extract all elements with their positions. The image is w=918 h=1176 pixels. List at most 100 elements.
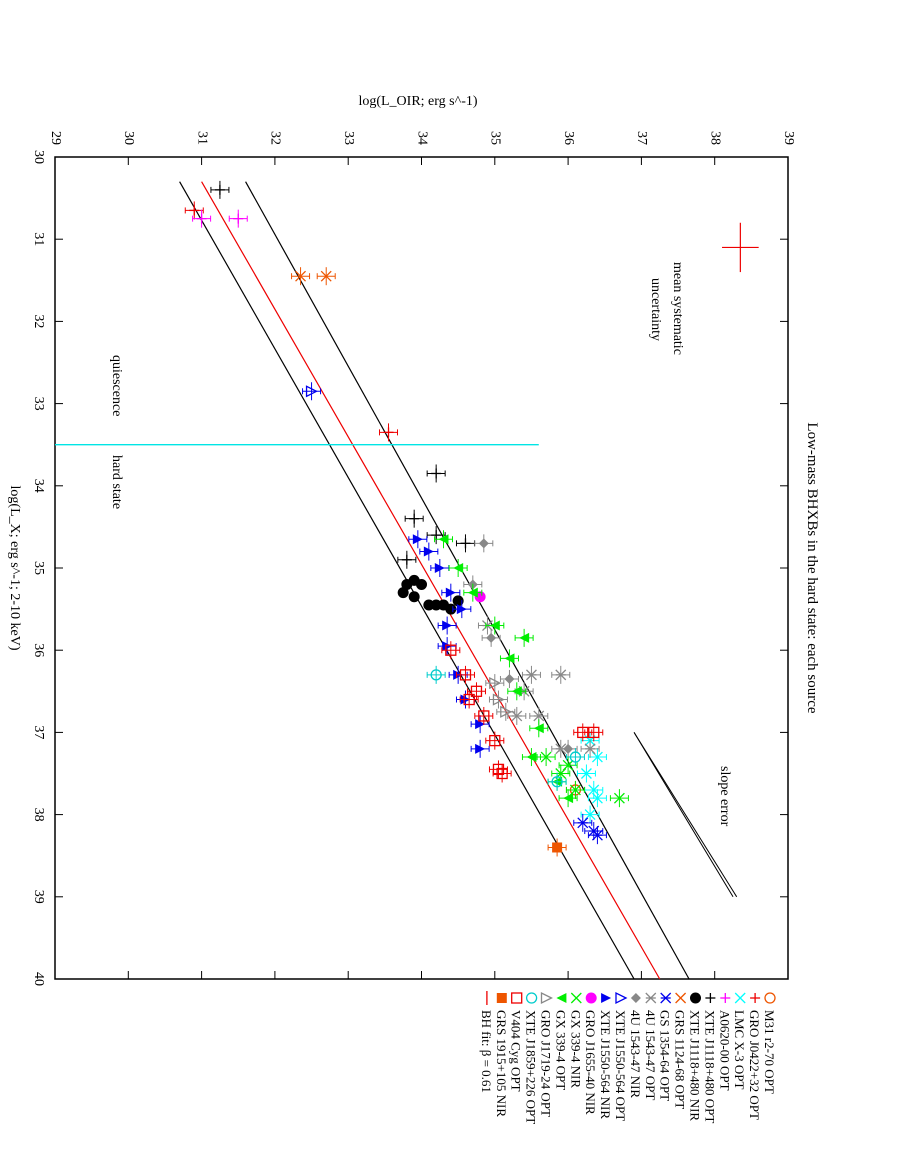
data-point bbox=[492, 764, 512, 783]
data-point bbox=[536, 748, 556, 767]
x-tick-label: 34 bbox=[31, 479, 46, 493]
data-point bbox=[547, 838, 567, 857]
data-point bbox=[455, 534, 475, 553]
y-tick-label: 32 bbox=[268, 131, 283, 145]
legend-marker bbox=[615, 991, 628, 1005]
legend-label: XTE J1550-564 OPT bbox=[613, 1010, 628, 1121]
legend-item: GS 1354-64 OPT bbox=[658, 992, 673, 1101]
legend-marker bbox=[525, 992, 538, 1004]
data-point bbox=[426, 464, 446, 483]
legend-marker bbox=[511, 992, 523, 1004]
data-point bbox=[485, 674, 505, 693]
y-tick-label: 34 bbox=[414, 131, 429, 145]
legend-item: XTE J1118+480 NIR bbox=[688, 992, 703, 1121]
x-tick-label: 38 bbox=[31, 808, 46, 822]
legend-label: GRO J0422+32 OPT bbox=[747, 1010, 762, 1120]
legend-label: M31 r2-70 OPT bbox=[762, 1010, 777, 1094]
legend-label: GRS 1124-68 OPT bbox=[673, 1010, 688, 1109]
legend-label: GX 339-4 OPT bbox=[553, 1010, 568, 1090]
data-point bbox=[499, 669, 519, 688]
slope-error-label: slope error bbox=[717, 766, 732, 827]
data-point bbox=[441, 583, 461, 602]
legend-marker bbox=[570, 992, 582, 1004]
legend-marker bbox=[601, 993, 612, 1003]
slope-error-line bbox=[633, 732, 738, 898]
data-point bbox=[416, 578, 427, 590]
legend-marker bbox=[585, 992, 597, 1004]
data-point bbox=[379, 423, 399, 442]
legend-label: XTE J1550-564 NIR bbox=[598, 1010, 613, 1119]
legend-item: XTE J1550-564 NIR bbox=[598, 993, 613, 1119]
data-point bbox=[397, 550, 417, 569]
legend-item: LMC X-3 OPT bbox=[732, 992, 747, 1090]
legend-marker bbox=[764, 992, 776, 1004]
data-point bbox=[228, 209, 248, 228]
legend-label: GRS 1915+105 NIR bbox=[494, 1010, 509, 1117]
legend-marker bbox=[705, 993, 716, 1003]
quiescence-label: quiescence bbox=[109, 355, 124, 416]
legend-marker bbox=[645, 992, 657, 1004]
data-point bbox=[470, 715, 490, 734]
legend-item: GX 339-4 OPT bbox=[553, 993, 568, 1090]
data-point bbox=[397, 587, 409, 599]
legend-item: XTE J1550-564 OPT bbox=[613, 991, 628, 1121]
data-point bbox=[408, 530, 428, 549]
data-point bbox=[558, 789, 578, 808]
data-point bbox=[448, 559, 468, 577]
data-point bbox=[507, 682, 527, 701]
legend-marker bbox=[675, 992, 687, 1004]
y-tick-label: 36 bbox=[561, 131, 576, 145]
legend-marker bbox=[734, 992, 746, 1004]
data-point bbox=[463, 583, 483, 602]
legend-item: V404 Cyg OPT bbox=[509, 992, 524, 1092]
data-point bbox=[485, 616, 505, 635]
data-point bbox=[521, 665, 541, 684]
legend-label: GS 1354-64 OPT bbox=[658, 1010, 673, 1101]
y-tick-label: 38 bbox=[707, 131, 722, 145]
data-point bbox=[485, 731, 505, 750]
legend-item: GRS 1124-68 OPT bbox=[673, 992, 688, 1109]
data-point bbox=[488, 760, 508, 779]
fit-bound-line bbox=[245, 181, 690, 980]
data-point bbox=[437, 616, 457, 635]
legend-item: GRS 1915+105 NIR bbox=[494, 993, 509, 1117]
data-point bbox=[316, 267, 336, 286]
x-tick-label: 36 bbox=[31, 643, 46, 657]
data-point bbox=[609, 789, 629, 808]
legend-item: XTE J1118+480 OPT bbox=[702, 993, 717, 1123]
legend-marker bbox=[750, 993, 761, 1003]
data-point bbox=[558, 739, 578, 758]
data-point bbox=[558, 756, 578, 775]
legend-label: GX 339-4 NIR bbox=[568, 1010, 583, 1088]
legend-label: GRO J1655-40 NIR bbox=[583, 1010, 598, 1115]
y-tick-label: 31 bbox=[194, 131, 209, 145]
y-tick-label: 35 bbox=[488, 131, 503, 145]
x-tick-label: 35 bbox=[31, 561, 46, 575]
data-point bbox=[580, 739, 600, 758]
legend-marker bbox=[556, 993, 567, 1003]
data-point bbox=[210, 180, 230, 199]
y-tick-label: 37 bbox=[634, 131, 649, 145]
legend-label: V404 Cyg OPT bbox=[509, 1010, 524, 1092]
slope-error-line bbox=[633, 732, 734, 898]
data-point bbox=[547, 772, 567, 791]
legend-marker bbox=[630, 993, 641, 1003]
chart-title: Low-mass BHXBs in the hard state: each s… bbox=[804, 422, 820, 714]
x-tick-label: 39 bbox=[31, 890, 46, 904]
x-axis-label: log(L_X; erg s^-1; 2-10 keV) bbox=[7, 486, 22, 651]
x-tick-label: 32 bbox=[31, 314, 46, 328]
y-tick-label: 33 bbox=[341, 131, 356, 145]
data-point bbox=[514, 628, 534, 647]
data-point bbox=[441, 641, 461, 660]
x-tick-label: 37 bbox=[31, 725, 46, 739]
data-point bbox=[496, 702, 516, 721]
data-point bbox=[565, 748, 585, 767]
data-point bbox=[551, 764, 571, 783]
legend-label: 4U 1543-47 NIR bbox=[628, 1010, 643, 1098]
y-tick-label: 29 bbox=[48, 131, 63, 145]
x-tick-label: 31 bbox=[31, 232, 46, 246]
y-axis-label: log(L_OIR; erg s^-1) bbox=[358, 94, 477, 109]
legend-item: 4U 1543-47 OPT bbox=[643, 992, 658, 1100]
data-point bbox=[474, 706, 494, 725]
